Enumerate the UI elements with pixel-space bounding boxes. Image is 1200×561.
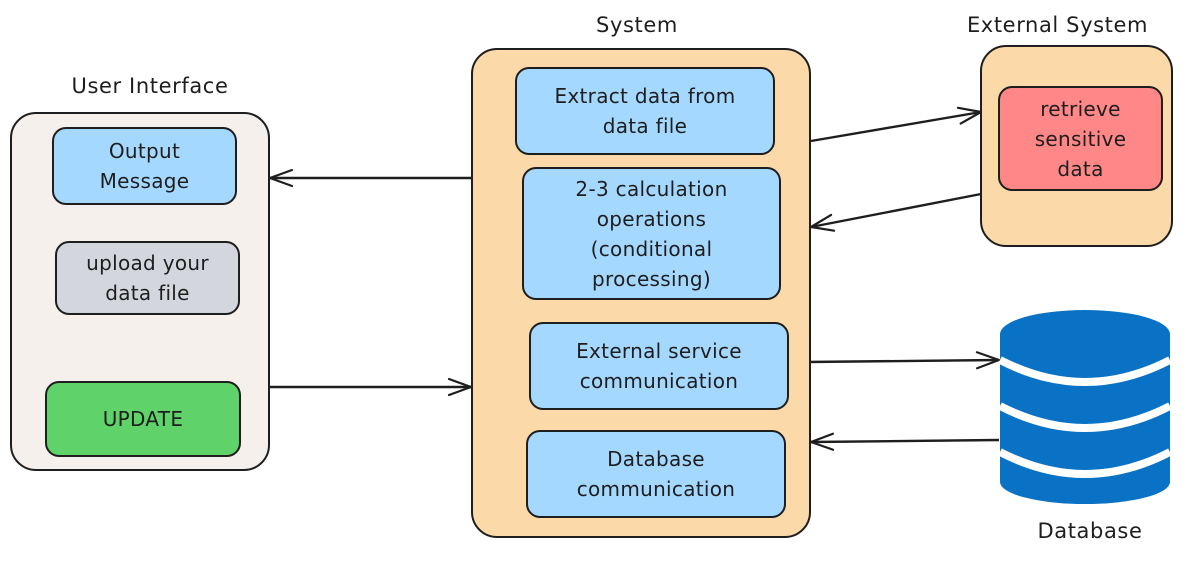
database-communication-box: Database communication [526, 430, 786, 518]
upload-data-file-button[interactable]: upload your data file [55, 241, 240, 315]
arrow-database-to-system [809, 432, 1000, 451]
update-button[interactable]: UPDATE [45, 381, 241, 457]
arrow-system-to-database [805, 351, 1001, 370]
calculation-operations-box: 2-3 calculation operations (conditional … [522, 167, 781, 300]
arrow-system-to-external [810, 106, 983, 143]
extract-data-box: Extract data from data file [515, 67, 775, 155]
database-band-1 [998, 356, 1172, 386]
system-title: System [596, 13, 678, 37]
database-band-3 [998, 448, 1172, 478]
retrieve-sensitive-data-box: retrieve sensitive data [998, 86, 1163, 191]
database-band-2 [998, 402, 1172, 432]
database-cylinder-top [1000, 310, 1170, 358]
user-interface-title: User Interface [71, 74, 229, 98]
external-service-communication-box: External service communication [529, 322, 789, 410]
database-cylinder-body [1000, 334, 1170, 482]
arrow-external-to-system [809, 192, 982, 232]
output-message-box: Output Message [52, 127, 237, 205]
database-label: Database [1037, 519, 1143, 543]
external-system-title: External System [966, 13, 1149, 37]
database-icon [998, 310, 1172, 504]
